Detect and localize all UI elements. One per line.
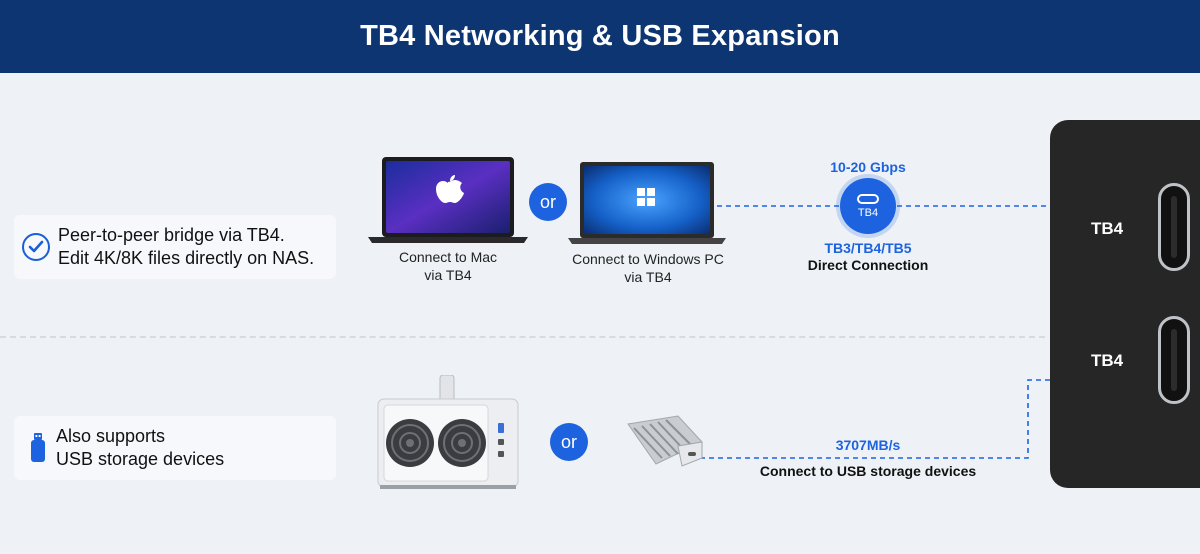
feature-line: Edit 4K/8K files directly on NAS. <box>58 248 315 268</box>
usb-drive-icon <box>30 433 46 463</box>
feature-tb4-bridge: Peer-to-peer bridge via TB4. Edit 4K/8K … <box>14 215 336 279</box>
windows-laptop-icon <box>568 162 726 244</box>
port-label: TB4 <box>1091 219 1124 238</box>
direct-connection-label: Direct Connection <box>807 257 929 273</box>
feature-line: Peer-to-peer bridge via TB4. <box>58 225 285 245</box>
feature-line: Also supports <box>56 426 166 446</box>
feature-usb-storage: Also supports USB storage devices <box>14 416 336 480</box>
row-divider <box>0 336 1045 338</box>
check-circle-icon <box>22 233 50 261</box>
usb-ssd-enclosure-icon <box>627 415 703 467</box>
or-badge: or <box>550 423 588 461</box>
usb-c-port-icon <box>857 193 879 204</box>
port-label: TB4 <box>1091 351 1124 370</box>
mac-caption: Connect to Mac via TB4 <box>398 249 498 283</box>
tb4-port-panel <box>1050 120 1200 488</box>
nas-device-icon <box>377 375 519 489</box>
usb-connection-label: Connect to USB storage devices <box>759 463 977 479</box>
macbook-laptop-icon <box>368 157 528 243</box>
standards-label: TB3/TB4/TB5 <box>824 240 912 256</box>
header-banner: TB4 Networking & USB Expansion <box>0 0 1200 73</box>
usb-speed-label: 3707MB/s <box>835 437 901 453</box>
tb4-port-1-icon <box>1158 183 1190 271</box>
tb4-port-2-icon <box>1158 316 1190 404</box>
or-badge: or <box>529 183 567 221</box>
pc-caption: Connect to Windows PC via TB4 <box>572 251 724 285</box>
tb4-connector-badge: TB4 <box>840 178 896 234</box>
page-title: TB4 Networking & USB Expansion <box>360 20 840 52</box>
speed-label: 10-20 Gbps <box>830 159 906 175</box>
feature-line: USB storage devices <box>56 449 225 469</box>
